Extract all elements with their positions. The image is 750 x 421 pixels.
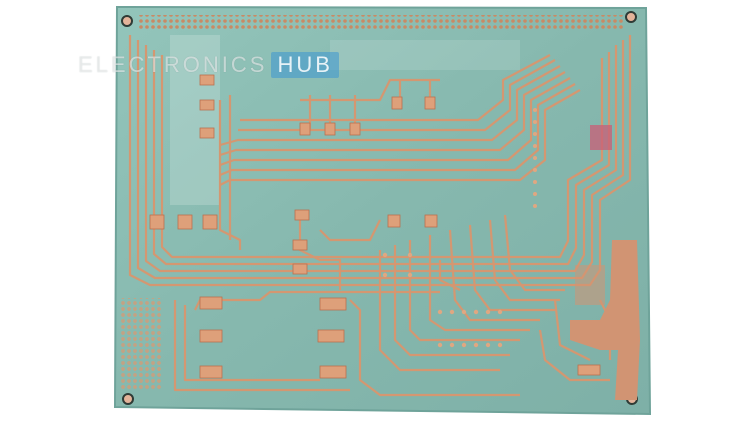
glare [330, 40, 520, 70]
ic-pin-rows [382, 108, 537, 348]
perf-area [121, 298, 163, 390]
top-pad-row [138, 15, 623, 29]
glare [170, 35, 220, 205]
component-pads [149, 74, 601, 379]
ground-pour [570, 125, 640, 400]
copper-traces [128, 35, 632, 397]
